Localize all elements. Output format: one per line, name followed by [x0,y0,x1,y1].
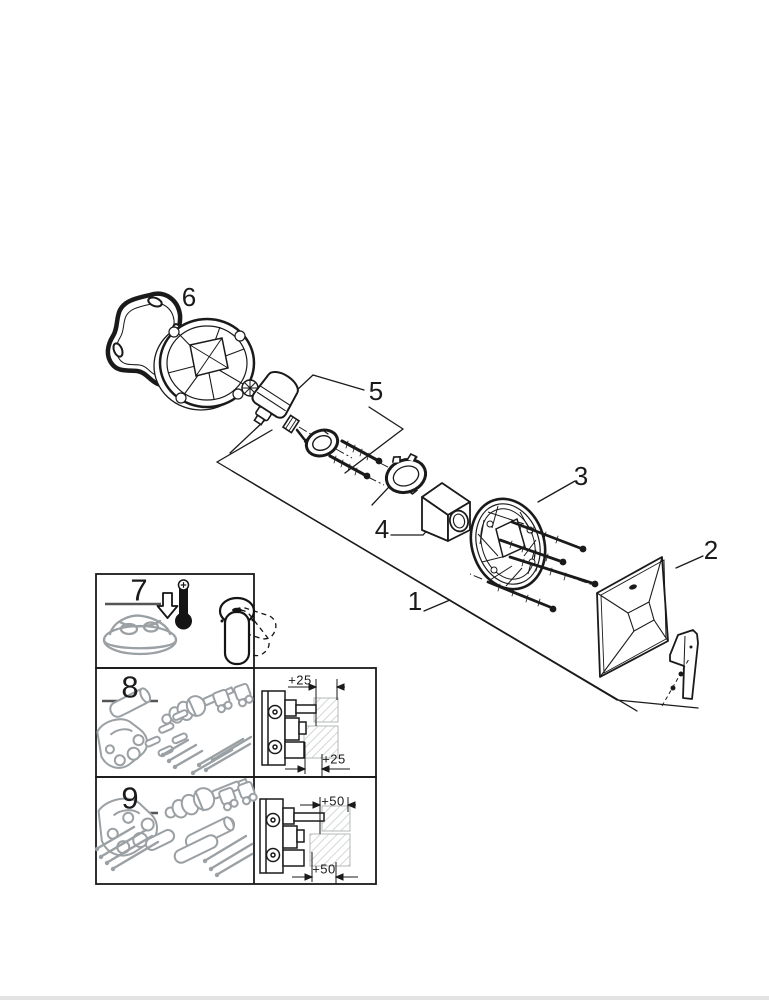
dimension-25 [285,679,350,776]
cross-section-50 [259,797,358,884]
inset-number-9: 9 [121,780,139,816]
cartridge-screw [295,428,306,441]
callout-2: 2 [703,535,719,565]
logo-mark [629,584,637,590]
dim-25-bottom: +25 [322,751,346,767]
valve-body-part [153,317,259,411]
cross-section-25 [261,679,350,776]
cartridge-part [251,370,309,444]
dim-50-top: +50 [321,793,345,809]
callout-5: 5 [368,376,384,406]
escutcheon-part [596,556,669,678]
callout-1: 1 [407,586,423,616]
retainer-ring-part [384,453,428,495]
lever-set-screw [678,671,684,677]
wall-hatch [313,697,339,723]
page-bottom-edge [0,996,769,1000]
dim-50-bottom: +50 [312,861,336,877]
extension-set-50-parts [97,777,258,864]
wall-hatch [321,805,351,832]
lever-rotation-icon [218,596,277,666]
extension-set-25-parts [96,682,254,769]
stop-ring-part [304,428,340,458]
callout-6: 6 [181,282,197,312]
inset-number-8: 8 [121,669,139,705]
extension-set-25-screws [160,735,253,776]
thermometer-icon [175,579,192,630]
dim-25-top: +25 [288,672,312,688]
down-arrow-icon [156,592,179,619]
extension-set-50-screws [94,825,254,878]
lever-handle-part [661,629,699,707]
wall-hatch [309,833,351,867]
callout-3: 3 [573,461,589,491]
lever-set-screw [670,685,676,691]
extension-sleeve-part [421,482,471,542]
fixing-screws-part [328,439,383,480]
callout-4: 4 [374,514,390,544]
temperature-limiter-part [102,614,178,656]
plate-screws [486,520,599,613]
inset-number-7: 7 [130,572,148,608]
dimension-50 [292,797,358,884]
